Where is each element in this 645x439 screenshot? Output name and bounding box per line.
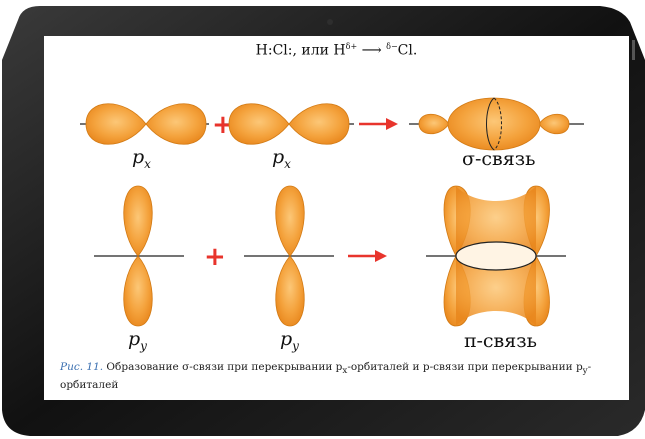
- figure-ref: Рис. 11.: [60, 361, 103, 373]
- sigma-bond-orbital: [419, 98, 569, 150]
- arrow-row1: [359, 118, 398, 130]
- label-py-left: py: [128, 328, 147, 353]
- px-orbital-mid: [229, 104, 349, 145]
- label-px-left: px: [132, 146, 151, 171]
- label-pi-bond: π-связь: [464, 330, 537, 352]
- label-px-mid: px: [272, 146, 291, 171]
- pi-bond-orbital: [444, 186, 550, 326]
- arrow-row2: [348, 250, 387, 262]
- figure-caption: Рис. 11. Образование σ-связи при перекры…: [60, 360, 620, 392]
- orbital-diagram: + +: [44, 36, 629, 356]
- camera-icon: [327, 19, 333, 25]
- label-py-mid: py: [280, 328, 299, 353]
- screen: H:Cl:, или Hδ+ ⟶ δ−Cl. +: [44, 36, 629, 400]
- px-orbital-left: [86, 104, 206, 145]
- plus-sign-row2: +: [204, 242, 226, 272]
- label-sigma-bond: σ-связь: [462, 148, 535, 170]
